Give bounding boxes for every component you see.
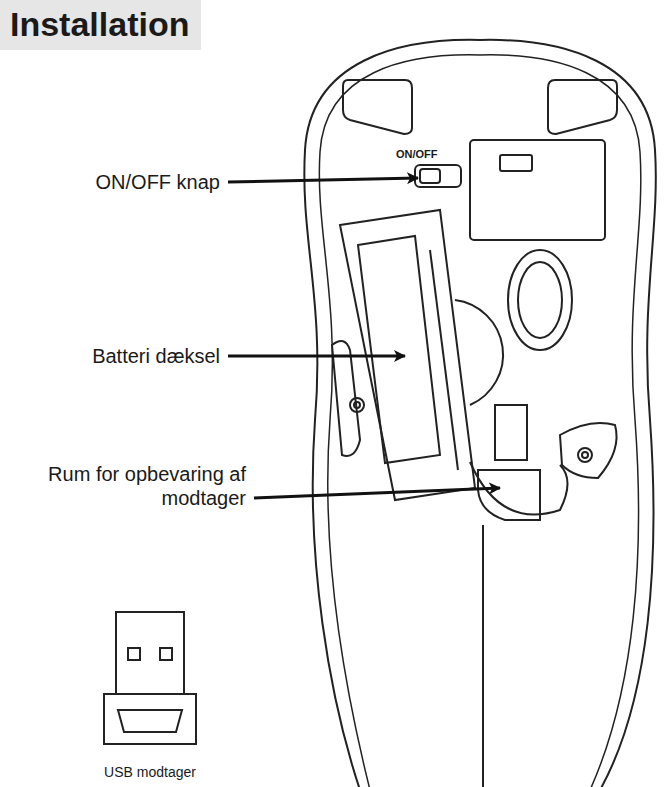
leader-arrow <box>228 178 418 182</box>
optical-lens-inner <box>518 262 562 338</box>
part-label: USB modtager <box>60 764 240 781</box>
mouse-foot <box>343 80 412 134</box>
mouse-foot <box>548 80 617 134</box>
mouse-body <box>304 40 655 787</box>
usb-body <box>104 694 196 744</box>
receiver-stored <box>478 470 540 520</box>
leader-arrow <box>228 355 405 358</box>
mouse-seam <box>482 525 484 787</box>
mouse-foot <box>560 423 617 478</box>
usb-contact <box>128 648 140 660</box>
usb-contact <box>160 648 172 660</box>
screw <box>350 398 364 412</box>
mouse-rim <box>319 55 640 787</box>
battery-cover-panel <box>358 236 440 463</box>
power-switch-knob <box>420 169 440 183</box>
screw <box>354 402 360 408</box>
part-label: ON/OFF knap <box>20 170 220 194</box>
screw <box>578 448 592 462</box>
switch-marking: ON/OFF <box>396 148 476 161</box>
leader-arrow <box>254 488 500 498</box>
usb-body-inner <box>118 710 182 732</box>
sensor-module <box>470 140 605 240</box>
optical-lens <box>508 250 572 350</box>
power-switch <box>415 165 461 187</box>
part-label: Rum for opbevaring af modtager <box>30 462 246 510</box>
receiver-compartment <box>495 405 527 460</box>
part-label: Batteri dæksel <box>20 344 220 368</box>
usb-plug <box>116 612 184 694</box>
screw <box>582 452 588 458</box>
page-title: Installation <box>0 0 201 50</box>
battery-cover-slot <box>430 250 458 470</box>
sensor-window <box>500 155 532 171</box>
